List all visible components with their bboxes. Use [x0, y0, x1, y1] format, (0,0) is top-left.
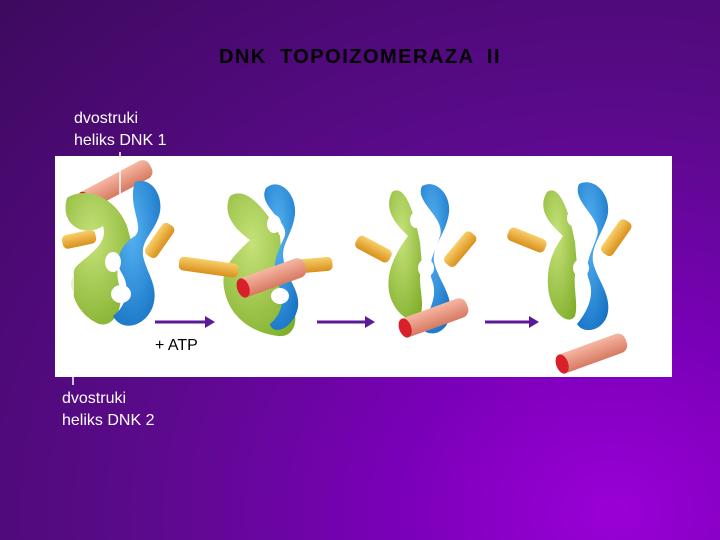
label-dna-helix-1-line1: dvostruki [74, 110, 139, 127]
dna-helix-2-segment [398, 298, 469, 338]
dna-helix-1-right [444, 231, 477, 267]
topoisomerase-figure [55, 156, 672, 377]
slide-title: DNK TOPOIZOMERAZA II [219, 46, 501, 68]
dna-helix-2-segment [555, 333, 628, 374]
dna-helix-1-right [144, 222, 175, 259]
arrow-step-1 [155, 316, 215, 328]
dna-helix-1-left [507, 227, 547, 253]
topoisomerase-diagram [61, 160, 632, 374]
dna-helix-1-left [61, 229, 97, 249]
stage-3-complex [355, 184, 477, 338]
label-dna-helix-1-line2: heliks DNK 1 [74, 132, 167, 149]
label-dna-helix-2-line1: dvostruki [62, 390, 127, 407]
stage-2-complex [178, 184, 333, 337]
dna-helix-1-left [178, 256, 239, 278]
label-dna-helix-2-line2: heliks DNK 2 [62, 412, 155, 429]
label-dna-helix-2: dvostruki heliks DNK 2 [62, 388, 154, 432]
stage-4-complex [507, 182, 632, 374]
dna-helix-1-left [355, 235, 392, 263]
dna-helix-1-right [600, 219, 632, 257]
atp-label: + ATP [155, 337, 198, 354]
label-dna-helix-1: dvostruki heliks DNK 1 [74, 108, 166, 152]
arrow-step-3 [485, 316, 539, 328]
arrow-step-2 [317, 316, 375, 328]
stage-1-complex [61, 160, 175, 326]
dna-helix-2-segment [236, 258, 307, 298]
